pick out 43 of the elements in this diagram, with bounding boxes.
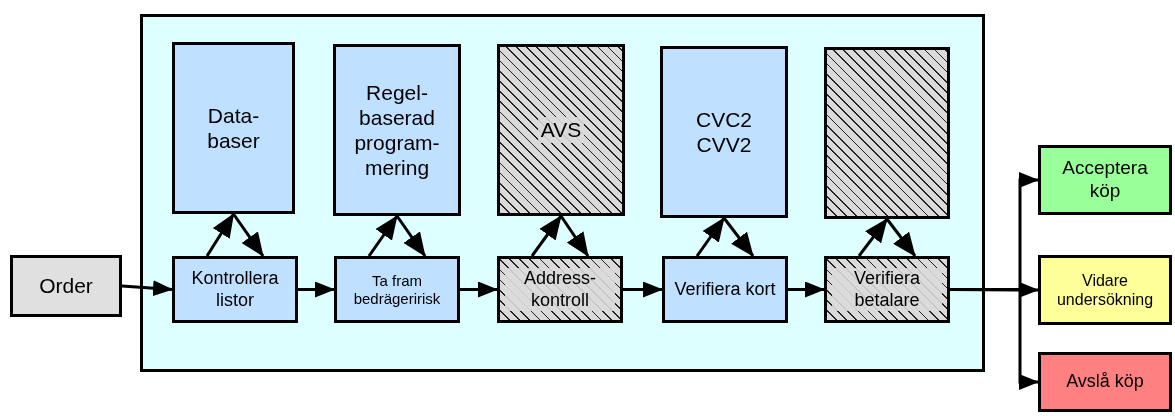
process-box <box>660 46 788 218</box>
arrow <box>298 281 335 298</box>
arrow <box>695 217 726 257</box>
outcome-box <box>1038 255 1172 325</box>
box-label: Kontrollera listor <box>190 267 280 312</box>
process-box <box>333 44 461 216</box>
arrow <box>367 215 399 257</box>
box-label: Acceptera köp <box>1061 157 1149 203</box>
arrow <box>857 218 889 257</box>
arrow <box>885 218 917 257</box>
arrow <box>623 281 663 298</box>
process-box <box>662 256 788 323</box>
hatched-box <box>497 44 625 216</box>
process-box <box>172 42 295 214</box>
box-label: Verifiera kort <box>673 278 777 301</box>
process-box <box>10 255 122 317</box>
box-label: Vidare undersökning <box>1055 270 1155 310</box>
arrow <box>788 281 825 298</box>
arrow <box>559 215 590 257</box>
panel-background <box>140 14 985 372</box>
outcome-box <box>1038 352 1172 412</box>
box-label: Verifiera betalare <box>832 267 942 312</box>
hatched-box <box>824 256 950 323</box>
box-label: Ta fram bedrägeririsk <box>352 271 442 308</box>
arrow <box>722 217 755 257</box>
box-label: Address- kontroll <box>505 267 615 312</box>
process-box <box>334 256 460 323</box>
arrow <box>460 281 498 298</box>
box-label: Regel- baserad program- mering <box>353 79 441 181</box>
box-label: Order <box>38 273 94 299</box>
box-label: AVS <box>537 117 585 143</box>
arrow <box>121 280 173 297</box>
arrow <box>530 215 563 257</box>
arrow <box>395 215 427 257</box>
box-label: Avslå köp <box>1065 371 1145 393</box>
outcome-box <box>1038 145 1172 215</box>
arrow <box>205 213 235 257</box>
hatched-box <box>824 47 950 219</box>
box-label: CVC2 CVV2 <box>695 106 753 158</box>
hatched-box <box>497 256 623 323</box>
process-box <box>172 256 298 323</box>
arrow <box>232 213 265 257</box>
box-label: Data- baser <box>206 102 261 154</box>
